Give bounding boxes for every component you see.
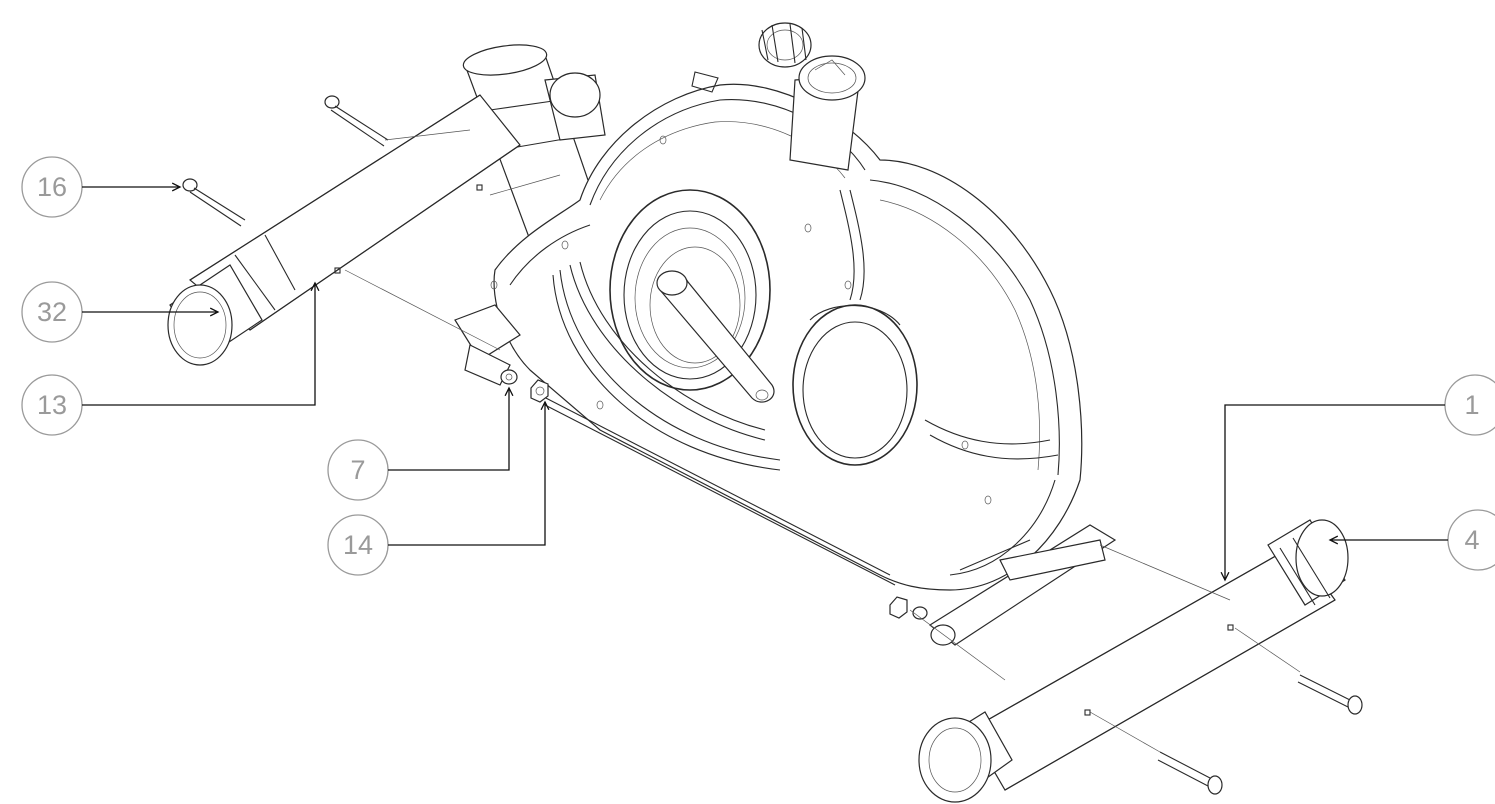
callout-label-1: 1 (1464, 390, 1479, 420)
housing-shell (493, 83, 1083, 591)
console-post (691, 22, 866, 171)
end-cap-32 (167, 264, 263, 366)
callout-7: 7 (327, 439, 389, 501)
leader-13 (82, 283, 315, 406)
washer-7 (500, 369, 518, 385)
nut-14 (530, 379, 549, 403)
callout-label-14: 14 (343, 530, 373, 560)
seat-post-tube (462, 44, 606, 241)
carriage-bolt-lower-mid (1157, 751, 1223, 795)
callout-label-4: 4 (1464, 525, 1479, 555)
flywheel-cover (792, 304, 918, 466)
leader-1 (1225, 404, 1445, 580)
callout-16: 16 (21, 156, 83, 218)
crank-wheel (609, 189, 775, 403)
front-stabilizer-tube (918, 519, 1349, 803)
callout-13: 13 (21, 374, 83, 436)
callout-label-16: 16 (37, 172, 67, 202)
callout-label-13: 13 (37, 390, 67, 420)
callout-14: 14 (327, 514, 389, 576)
carriage-bolt-16 (182, 178, 246, 227)
tension-knob (758, 22, 812, 68)
callout-1: 1 (1444, 374, 1495, 436)
callout-label-32: 32 (37, 297, 67, 327)
callout-label-7: 7 (350, 455, 365, 485)
leader-14 (388, 402, 545, 546)
carriage-bolt-upper (324, 95, 389, 147)
callout-4: 4 (1447, 509, 1495, 571)
carriage-bolt-lower-right (1297, 674, 1363, 715)
main-frame-housing (454, 22, 1117, 646)
end-cap-front-left (918, 711, 1013, 803)
rear-stabilizer-tube (167, 94, 521, 366)
front-foot-bracket (928, 524, 1117, 646)
callout-32: 32 (21, 281, 83, 343)
leader-7 (388, 388, 509, 471)
